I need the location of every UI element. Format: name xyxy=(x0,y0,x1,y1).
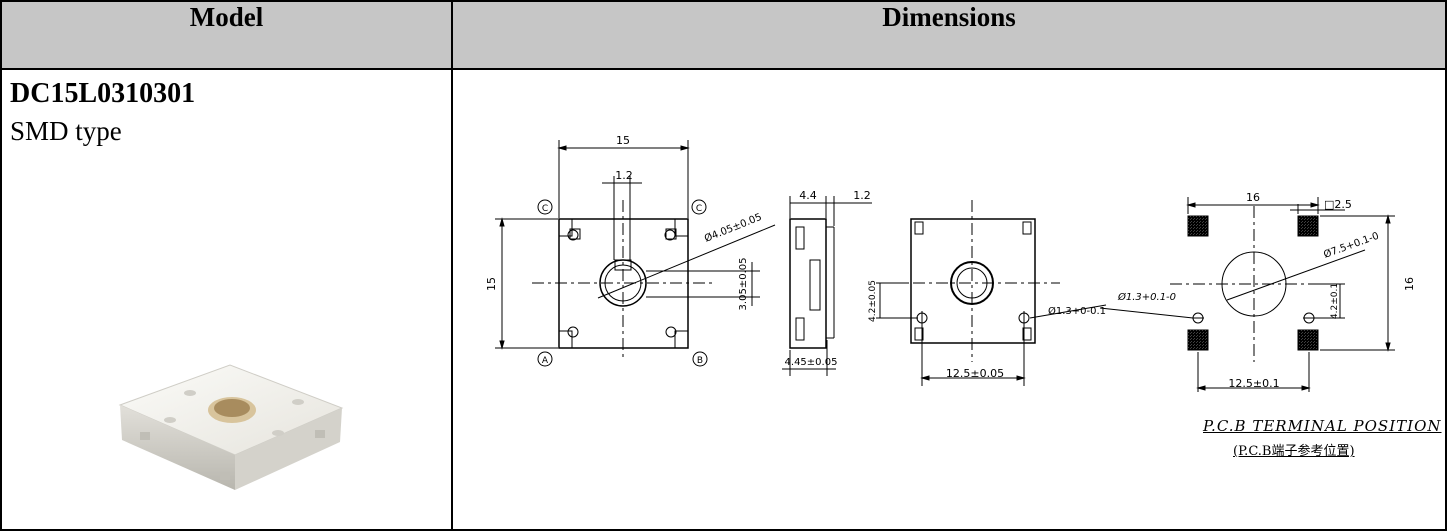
terminal-b-label: B xyxy=(697,356,703,366)
product-photo xyxy=(118,364,344,490)
pcb-title: P.C.B TERMINAL POSITION xyxy=(1203,417,1442,435)
shaft-offset-label: 3.05±0.05 xyxy=(738,258,749,311)
shaft-diameter-label: Ø4.05±0.05 xyxy=(703,211,764,245)
side-lip-label: 1.2 xyxy=(853,189,871,202)
model-type: SMD type xyxy=(10,116,122,146)
front-view: C C A B 15 1.2 15 Ø4.05±0.05 3.05±0.05 xyxy=(485,134,776,367)
pcb-pin-pitch-label: 12.5±0.1 xyxy=(1228,377,1279,390)
pcb-pad-size-label: □2.5 xyxy=(1324,198,1352,211)
front-height-label: 15 xyxy=(485,277,498,291)
terminal-c-right-label: C xyxy=(696,204,702,214)
shaft-width-label: 1.2 xyxy=(615,169,633,182)
pcb-height-label: 16 xyxy=(1403,277,1416,291)
pcb-view: 16 □2.5 16 Ø7.5+0.1-0 Ø1.3+0.1-0 4.2±0.1… xyxy=(1099,191,1416,392)
terminal-a-label: A xyxy=(542,356,549,366)
pcb-pin-offset-label: 4.2±0.1 xyxy=(1330,283,1340,319)
back-pin-pitch-label: 12.5±0.05 xyxy=(946,367,1004,380)
pcb-hole-diameter-label: Ø7.5+0.1-0 xyxy=(1322,230,1381,261)
side-pin-depth-label: 4.45±0.05 xyxy=(785,357,838,368)
back-pin-diameter-label: Ø1.3+0-0.1 xyxy=(1048,305,1106,317)
header-dimensions: Dimensions xyxy=(451,0,1447,70)
side-view: 4.4 1.2 4.45±0.05 xyxy=(782,189,872,376)
header-model: Model xyxy=(0,0,453,70)
front-width-label: 15 xyxy=(616,134,630,147)
back-pin-offset-label: 4.2±0.05 xyxy=(868,280,878,322)
pcb-width-label: 16 xyxy=(1246,191,1260,204)
back-view: 4.2±0.05 Ø1.3+0-0.1 12.5±0.05 xyxy=(868,200,1107,386)
side-depth-label: 4.4 xyxy=(799,189,817,202)
terminal-c-left-label: C xyxy=(542,204,548,214)
pcb-pin-hole-label: Ø1.3+0.1-0 xyxy=(1117,291,1176,303)
pcb-subtitle: (P.C.B端子参考位置) xyxy=(1233,444,1355,459)
model-cell: DC15L0310301 SMD type xyxy=(0,68,453,531)
model-code: DC15L0310301 xyxy=(10,78,196,109)
